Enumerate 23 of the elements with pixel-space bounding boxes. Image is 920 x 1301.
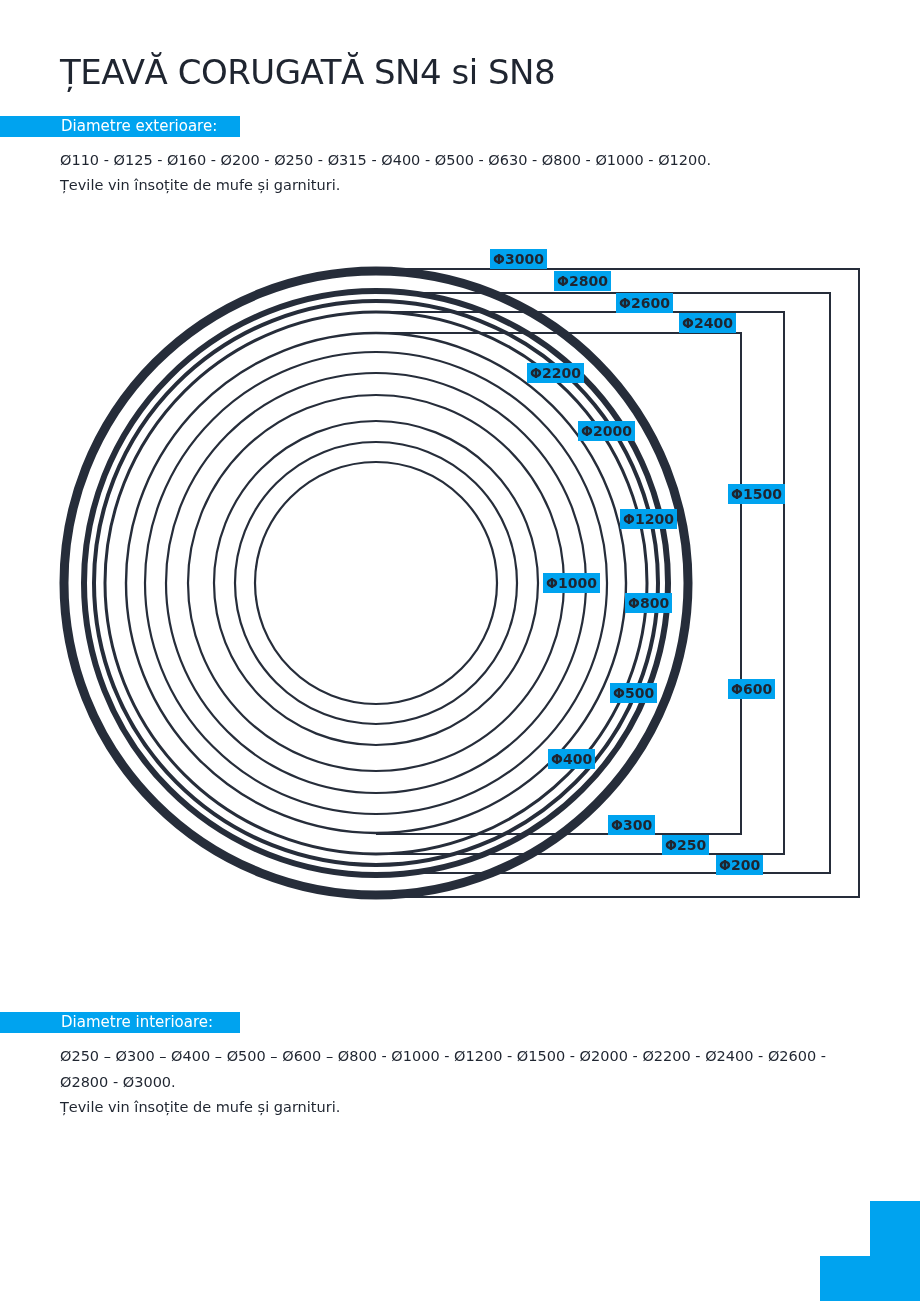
dimension-label: Φ1500 [728, 484, 785, 504]
size-list: Ø110 - Ø125 - Ø160 - Ø200 - Ø250 - Ø315 - Ø400 - Ø500 - Ø630 - Ø800 - Ø1000 - Ø1200. [60, 148, 860, 173]
dimension-label: Φ2800 [554, 271, 611, 291]
note-text: Țevile vin însoțite de mufe și garnituri. [60, 176, 341, 196]
dimension-label: Φ300 [608, 815, 656, 835]
dimension-label: Φ1200 [620, 509, 677, 529]
dimension-label: Φ1000 [543, 573, 600, 593]
dimension-label: Φ600 [728, 679, 776, 699]
dimension-label: Φ800 [625, 593, 673, 613]
page-title: ȚEAVĂ CORUGATĂ SN4 si SN8 [60, 52, 556, 92]
dimension-label: Φ3000 [490, 249, 547, 269]
section-heading: Diametre exterioare: [0, 116, 240, 137]
dimension-label: Φ200 [716, 855, 764, 875]
dimension-label: Φ400 [548, 749, 596, 769]
dimension-label: Φ2400 [679, 313, 736, 333]
dimension-label: Φ2000 [578, 421, 635, 441]
section-heading: Diametre interioare: [0, 1012, 240, 1033]
dimension-label: Φ500 [610, 683, 658, 703]
dimension-label: Φ2600 [616, 293, 673, 313]
note-text: Țevile vin însoțite de mufe și garnituri. [60, 1098, 341, 1118]
size-list: Ø250 – Ø300 – Ø400 – Ø500 – Ø600 – Ø800 - Ø1000 - Ø1200 - Ø1500 - Ø2000 - Ø2200 - Ø2400 - Ø2600 - Ø2800 - Ø3000. [60, 1044, 850, 1095]
dimension-label: Φ250 [662, 835, 710, 855]
dimension-label: Φ2200 [527, 363, 584, 383]
